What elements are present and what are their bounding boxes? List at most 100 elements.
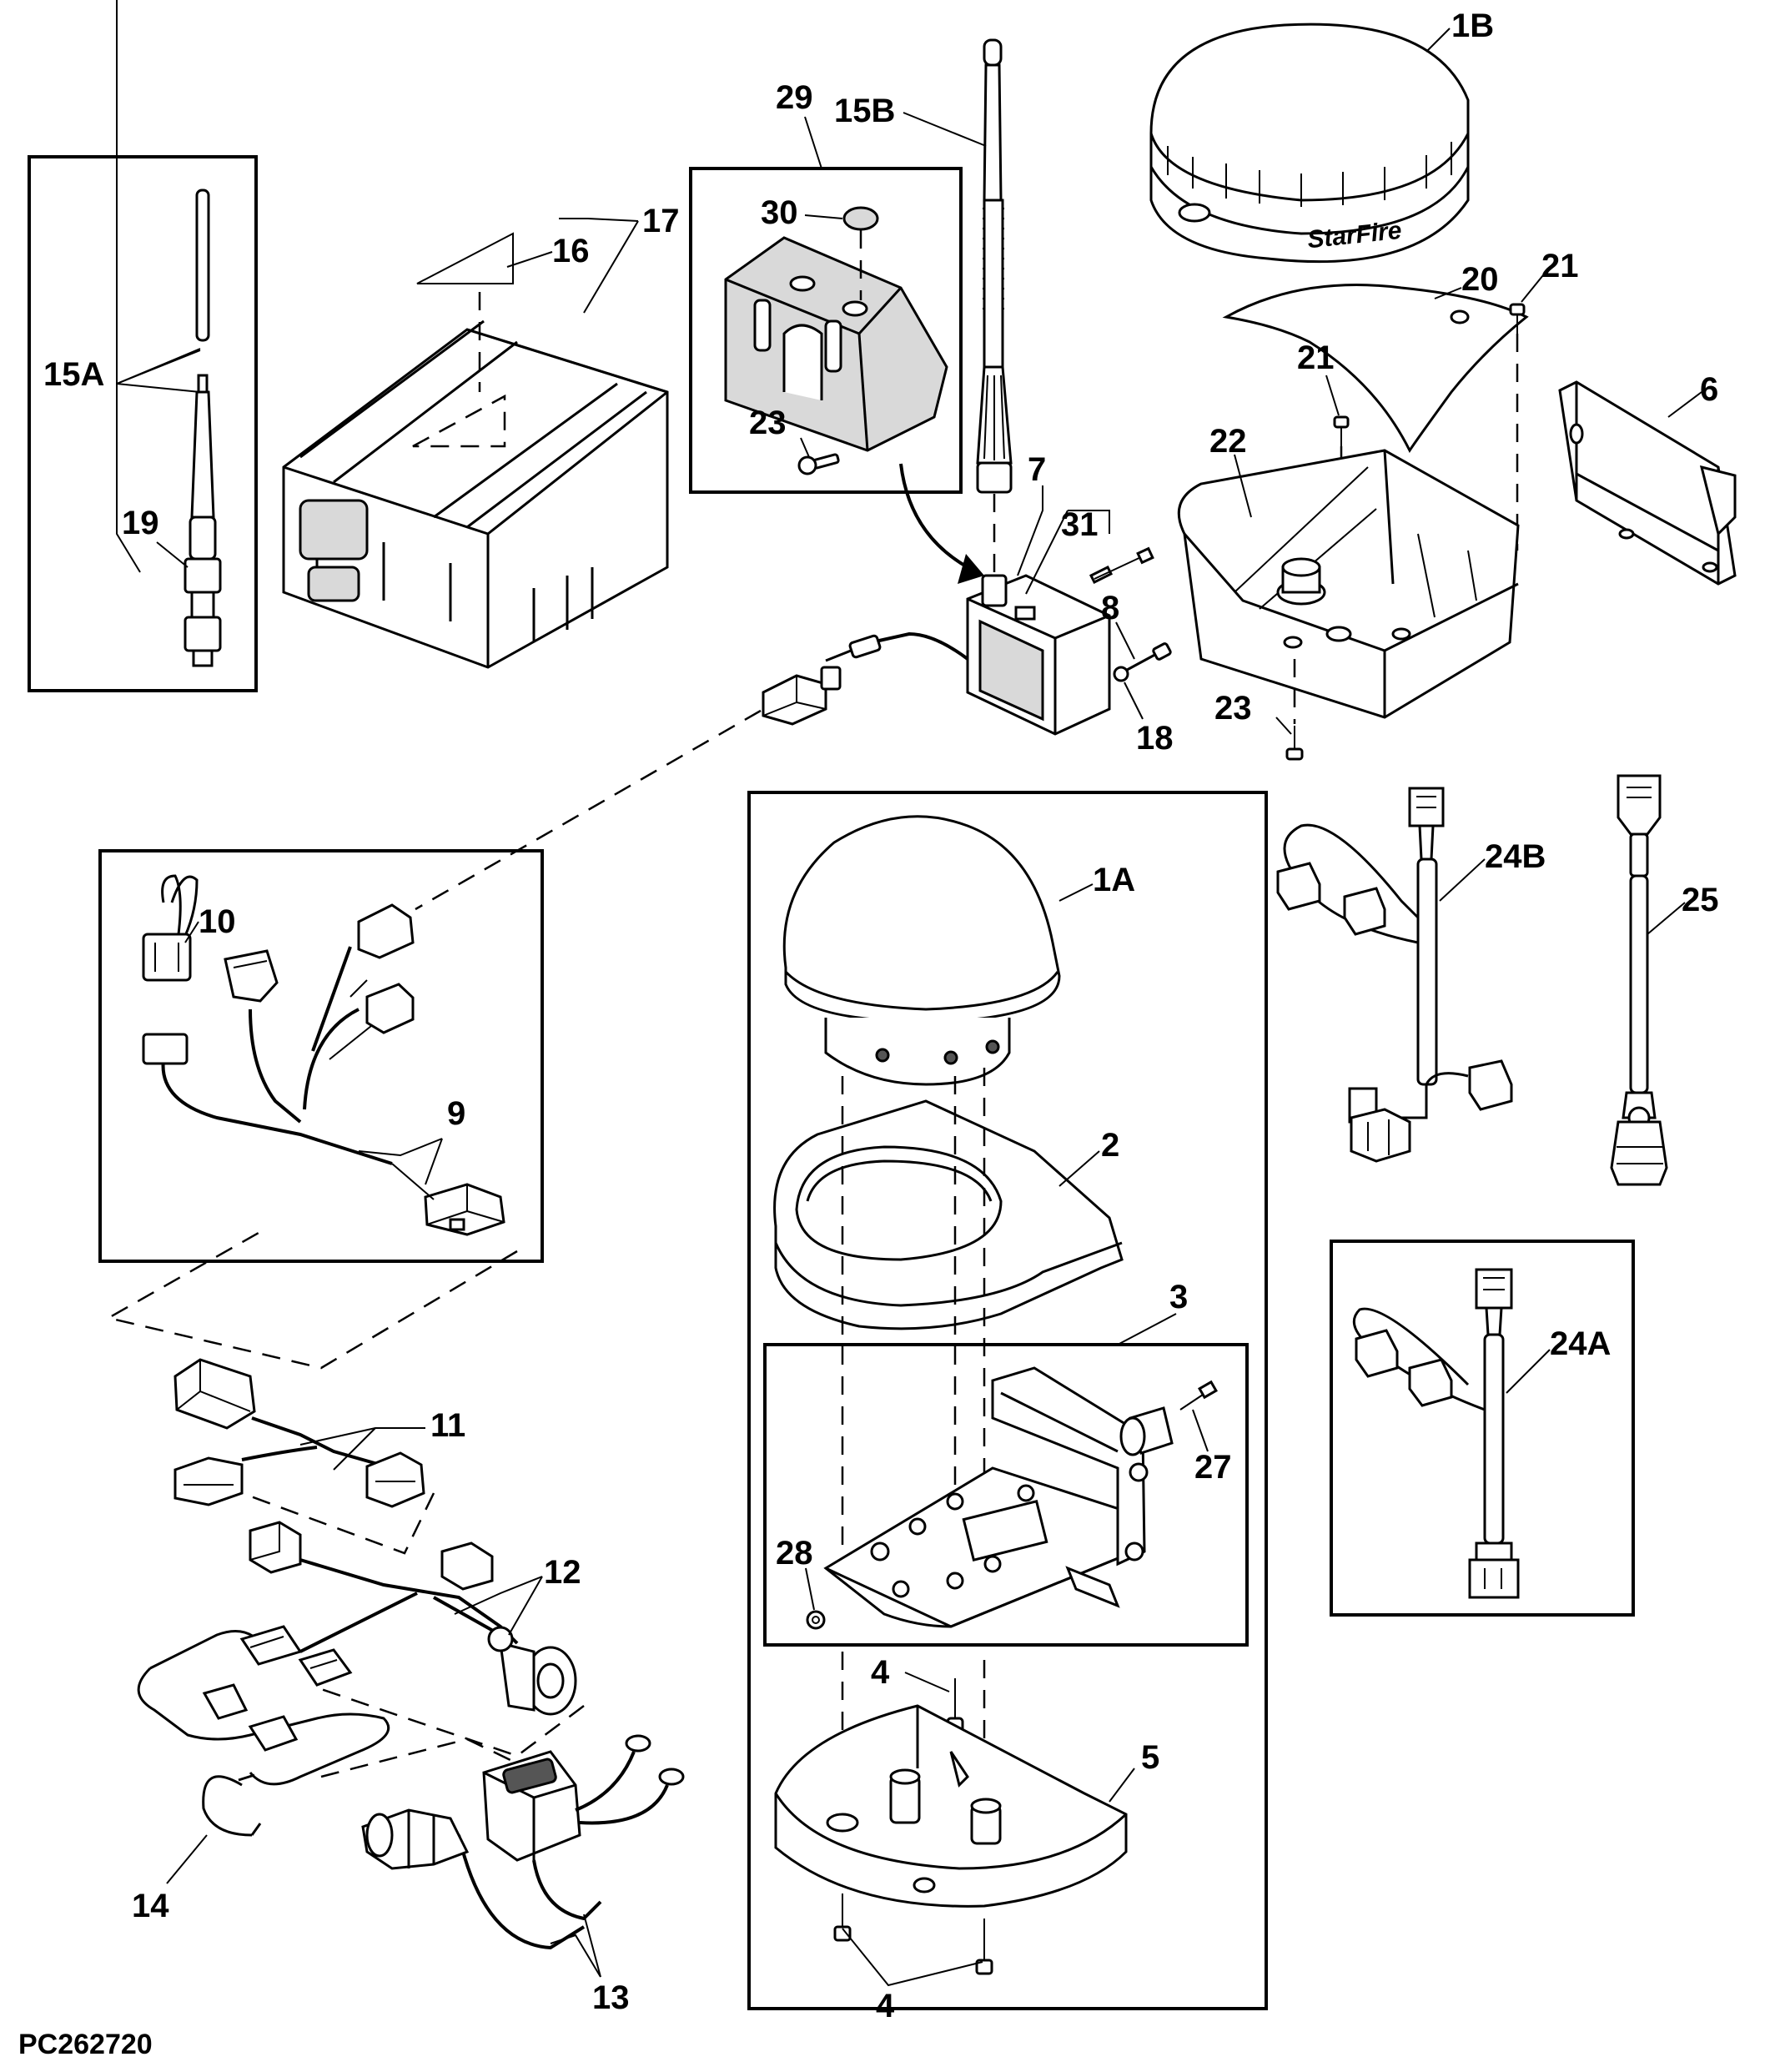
screw-21-center bbox=[1333, 415, 1350, 446]
screw-23-mount bbox=[1285, 726, 1304, 761]
radio-module-7 bbox=[966, 574, 1111, 736]
leader-24B bbox=[1439, 858, 1486, 902]
screw-23-cover bbox=[797, 453, 840, 475]
screw-31 bbox=[1089, 546, 1154, 585]
callout-6: 6 bbox=[1700, 371, 1718, 408]
leader-17 bbox=[559, 218, 639, 222]
cover-plate-20 bbox=[1222, 284, 1529, 453]
leader-5 bbox=[1109, 1768, 1135, 1803]
callout-29: 29 bbox=[776, 79, 813, 116]
box-receiver-assembly bbox=[747, 791, 1268, 2010]
callout-23-cover: 23 bbox=[749, 405, 787, 441]
leader-21-right bbox=[1521, 270, 1547, 303]
antenna-15B bbox=[976, 38, 1013, 494]
plug-30 bbox=[842, 206, 879, 231]
callout-2: 2 bbox=[1101, 1127, 1119, 1164]
leader-18 bbox=[1124, 681, 1144, 720]
terminator-10 bbox=[142, 874, 199, 982]
callout-10: 10 bbox=[199, 903, 236, 940]
callout-4-bottom: 4 bbox=[876, 1988, 895, 2024]
callout-21-right: 21 bbox=[1541, 248, 1579, 284]
mount-ring-2 bbox=[773, 1099, 1124, 1330]
leader-30 bbox=[804, 214, 843, 219]
connection-7-to-9 bbox=[415, 709, 762, 911]
cable-7 bbox=[762, 631, 969, 726]
leader-3 bbox=[1117, 1313, 1177, 1345]
base-5 bbox=[774, 1704, 1128, 1908]
leader-10 bbox=[184, 921, 199, 943]
callout-8: 8 bbox=[1101, 590, 1119, 626]
callout-27: 27 bbox=[1194, 1449, 1232, 1486]
antenna-15A bbox=[184, 189, 222, 667]
leader-29 bbox=[804, 116, 822, 169]
box-antenna-kit bbox=[28, 155, 258, 692]
callout-20: 20 bbox=[1461, 261, 1499, 298]
harness-12 bbox=[137, 1521, 577, 1786]
callout-19: 19 bbox=[122, 505, 159, 541]
harness-25 bbox=[1610, 774, 1668, 1186]
receiver-1A bbox=[782, 815, 1061, 1086]
install-arrow bbox=[899, 463, 968, 569]
callout-28: 28 bbox=[776, 1535, 813, 1572]
callout-25: 25 bbox=[1682, 882, 1719, 918]
figure-code: PC262720 bbox=[18, 2029, 153, 2060]
callout-14: 14 bbox=[132, 1888, 169, 1924]
mount-base-22 bbox=[1177, 449, 1520, 719]
callout-21-center: 21 bbox=[1297, 339, 1335, 376]
leader-6 bbox=[1667, 391, 1702, 418]
callout-11: 11 bbox=[430, 1407, 465, 1444]
leader-14 bbox=[166, 1834, 208, 1884]
leader-20 bbox=[1434, 287, 1462, 299]
leader-1A bbox=[1058, 883, 1094, 902]
connection-9-to-11 bbox=[105, 1231, 518, 1370]
bracket-6 bbox=[1558, 380, 1737, 586]
box-bracket-3 bbox=[763, 1343, 1249, 1647]
screw-21-right bbox=[1509, 303, 1526, 334]
leader-23-mount bbox=[1275, 717, 1292, 735]
receiver-dome-1B bbox=[1149, 23, 1470, 264]
cover-29 bbox=[724, 236, 948, 452]
callout-5: 5 bbox=[1141, 1739, 1159, 1776]
leader-22 bbox=[1234, 454, 1252, 518]
leader-4-bottom bbox=[842, 1928, 983, 1987]
leader-12 bbox=[454, 1576, 543, 1615]
callout-24A: 24A bbox=[1550, 1325, 1611, 1362]
callout-30: 30 bbox=[761, 194, 798, 231]
callout-1A: 1A bbox=[1093, 862, 1135, 898]
callout-17: 17 bbox=[642, 203, 680, 239]
leader-16 bbox=[506, 251, 553, 268]
leader-13 bbox=[550, 1934, 601, 1978]
callout-12: 12 bbox=[544, 1554, 581, 1591]
callout-7: 7 bbox=[1028, 451, 1046, 488]
leader-7 bbox=[1017, 485, 1043, 576]
callout-3: 3 bbox=[1169, 1279, 1188, 1315]
cable-tie-14 bbox=[202, 1773, 262, 1837]
callout-22: 22 bbox=[1209, 423, 1247, 460]
bumper-27 bbox=[1119, 1380, 1218, 1456]
harness-24B bbox=[1276, 787, 1513, 1163]
leader-25 bbox=[1647, 902, 1686, 935]
callout-23-mount: 23 bbox=[1214, 690, 1252, 727]
leader-19 bbox=[156, 541, 189, 568]
screws-4-bottom bbox=[833, 1893, 993, 1975]
leader-28 bbox=[805, 1567, 815, 1611]
decal-16 bbox=[416, 232, 514, 284]
harness-24A bbox=[1352, 1268, 1520, 1599]
box-cover-kit bbox=[689, 167, 963, 494]
screw-8 bbox=[1113, 642, 1172, 682]
leader-8 bbox=[1115, 621, 1135, 660]
leader-23-cover bbox=[800, 437, 810, 458]
callout-1B: 1B bbox=[1451, 8, 1494, 44]
leader-4-top bbox=[904, 1672, 950, 1692]
callout-15B: 15B bbox=[834, 93, 895, 129]
leader-2 bbox=[1058, 1150, 1100, 1187]
harness-13 bbox=[361, 1734, 685, 1950]
box-harness-24A bbox=[1330, 1240, 1635, 1617]
callout-16: 16 bbox=[552, 233, 590, 269]
leader-27 bbox=[1192, 1409, 1209, 1452]
leader-1B bbox=[1426, 28, 1451, 53]
leader-31 bbox=[1068, 510, 1110, 534]
callout-24B: 24B bbox=[1485, 838, 1546, 875]
box-harness-9 bbox=[98, 849, 544, 1263]
